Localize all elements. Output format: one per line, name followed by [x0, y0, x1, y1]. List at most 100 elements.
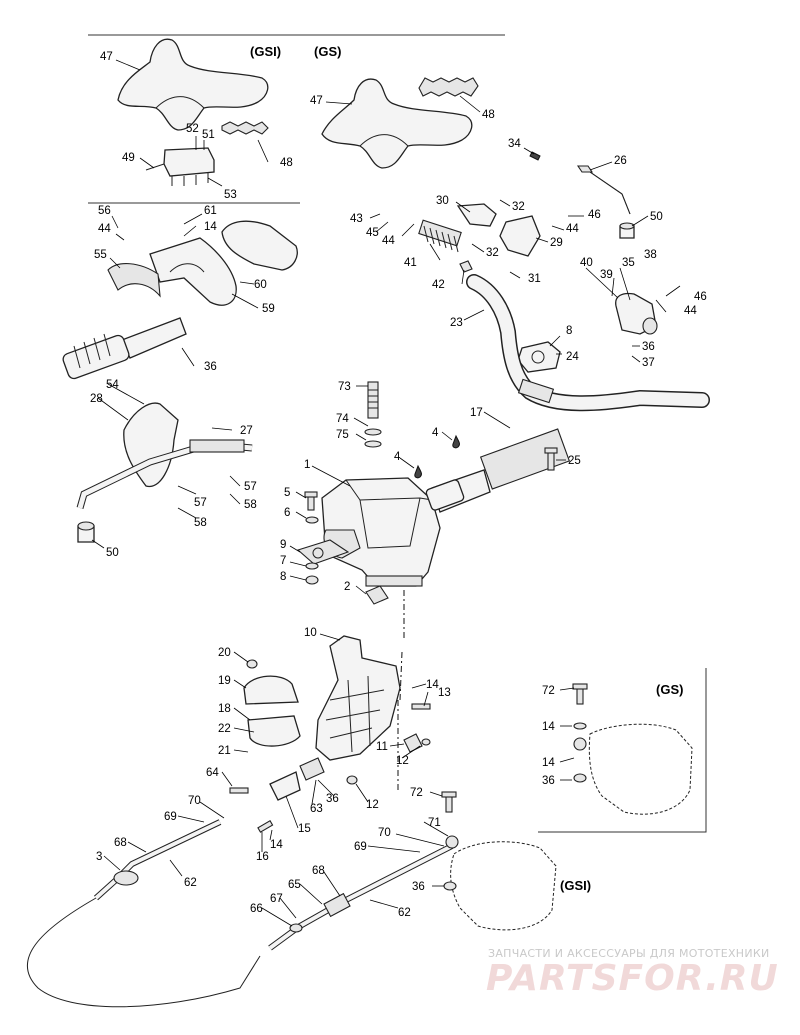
variant-label-gsi-top: (GSI) [250, 44, 281, 59]
nut-20 [246, 659, 258, 669]
callout-65: 65 [288, 879, 301, 891]
callout-labels: 47 47 48 48 52 51 49 53 34 26 50 30 32 4… [90, 51, 707, 919]
callout-30: 30 [436, 195, 449, 207]
callout-70-left: 70 [188, 795, 201, 807]
throttle-rod-26 [576, 165, 631, 215]
callout-54: 54 [106, 379, 119, 391]
nut-8 [305, 575, 319, 585]
callout-48-gsi: 48 [280, 157, 293, 169]
callout-21: 21 [218, 745, 231, 757]
callout-50-left: 50 [106, 547, 119, 559]
callout-52: 52 [186, 123, 199, 135]
handlebar-housing-59 [149, 237, 237, 306]
callout-34: 34 [508, 138, 521, 150]
grip-end-50 [619, 222, 635, 239]
rod-54 [76, 439, 253, 509]
callout-58-left: 58 [194, 517, 207, 529]
callout-24: 24 [566, 351, 579, 363]
callout-68-left: 68 [114, 837, 127, 849]
callout-44-sensor: 44 [684, 305, 697, 317]
callout-70-right: 70 [378, 827, 391, 839]
drops-4 [414, 434, 460, 479]
watermark-brand: PARTSFOR.RU [486, 958, 779, 999]
callout-22: 22 [218, 723, 231, 735]
callout-23: 23 [450, 317, 463, 329]
callout-35: 35 [622, 257, 635, 269]
callout-63: 63 [310, 803, 323, 815]
cushion-clip-gsi [221, 121, 269, 135]
callout-18: 18 [218, 703, 231, 715]
throttle-grip-gs [425, 428, 571, 513]
callout-12-bottom: 12 [366, 799, 379, 811]
throttle-sensor-35 [615, 292, 658, 335]
bolt-64 [229, 787, 249, 794]
callout-69-right: 69 [354, 841, 367, 853]
callout-32-mid: 32 [486, 247, 499, 259]
callout-50-top: 50 [650, 211, 663, 223]
callout-44-left: 44 [382, 235, 395, 247]
callout-42: 42 [432, 279, 445, 291]
callout-62-left: 62 [184, 877, 197, 889]
callout-32-top: 32 [512, 201, 525, 213]
throttle-body-gsi [62, 317, 187, 380]
callout-47-gsi: 47 [100, 51, 113, 63]
lever-15 [269, 771, 301, 801]
throttle-housing-29 [499, 215, 541, 257]
callout-27: 27 [240, 425, 253, 437]
callout-14-gs-a: 14 [542, 721, 555, 733]
callout-57-right: 57 [244, 481, 257, 493]
callout-14-gsi: 14 [204, 221, 217, 233]
callout-17: 17 [470, 407, 483, 419]
variant-label-gsi-bottom: (GSI) [560, 878, 591, 893]
callout-13: 13 [438, 687, 451, 699]
callout-64: 64 [206, 767, 219, 779]
bracket-55 [107, 263, 161, 298]
handlebar-cover-gsi [117, 38, 269, 131]
callout-8-top: 8 [566, 325, 572, 337]
callout-3: 3 [96, 851, 102, 863]
callout-53: 53 [224, 189, 237, 201]
callout-60: 60 [254, 279, 267, 291]
callout-72-gsi: 72 [410, 787, 423, 799]
clip-11 [403, 733, 423, 753]
handlebar-clamp-gsi [145, 147, 215, 186]
callout-48-gs: 48 [482, 109, 495, 121]
callout-49: 49 [122, 152, 135, 164]
callout-14-lower: 14 [270, 839, 283, 851]
washer-6 [305, 516, 319, 524]
bolt-13 [411, 703, 431, 710]
throttle-cable-left [26, 819, 261, 1008]
leader-lines [91, 59, 681, 927]
assembly-axis-line [397, 590, 405, 792]
handlebar-cover-gs [321, 78, 473, 169]
handlebar-23 [466, 274, 710, 412]
callout-67: 67 [270, 893, 283, 905]
nut-12b [346, 775, 358, 785]
callout-31: 31 [528, 273, 541, 285]
variant-label-gs-top: (GS) [314, 44, 341, 59]
callout-44-gsi: 44 [98, 223, 111, 235]
callout-41: 41 [404, 257, 417, 269]
watermark: ЗАПЧАСТИ И АКСЕССУАРЫ ДЛЯ МОТОТЕХНИКИ PA… [486, 947, 779, 999]
callout-36-gs: 36 [542, 775, 555, 787]
carburetor-gsi [441, 791, 557, 931]
callout-38: 38 [644, 249, 657, 261]
washer-7 [305, 562, 319, 570]
callout-62-right: 62 [398, 907, 411, 919]
callout-57-left: 57 [194, 497, 207, 509]
callout-15: 15 [298, 823, 311, 835]
grip-end-50b [77, 521, 95, 543]
support-block-24 [517, 341, 561, 373]
callout-56: 56 [98, 205, 111, 217]
plate-9 [296, 539, 350, 565]
callout-2: 2 [344, 581, 350, 593]
callout-46-right: 46 [694, 291, 707, 303]
spring-41 [418, 219, 462, 253]
callout-9: 9 [280, 539, 286, 551]
cushion-clip-gs [418, 77, 479, 97]
callout-74: 74 [336, 413, 349, 425]
throttle-lever-30 [456, 203, 497, 227]
clamp-18 [247, 715, 301, 747]
stud-73 [364, 381, 382, 448]
callout-11: 11 [376, 741, 388, 753]
